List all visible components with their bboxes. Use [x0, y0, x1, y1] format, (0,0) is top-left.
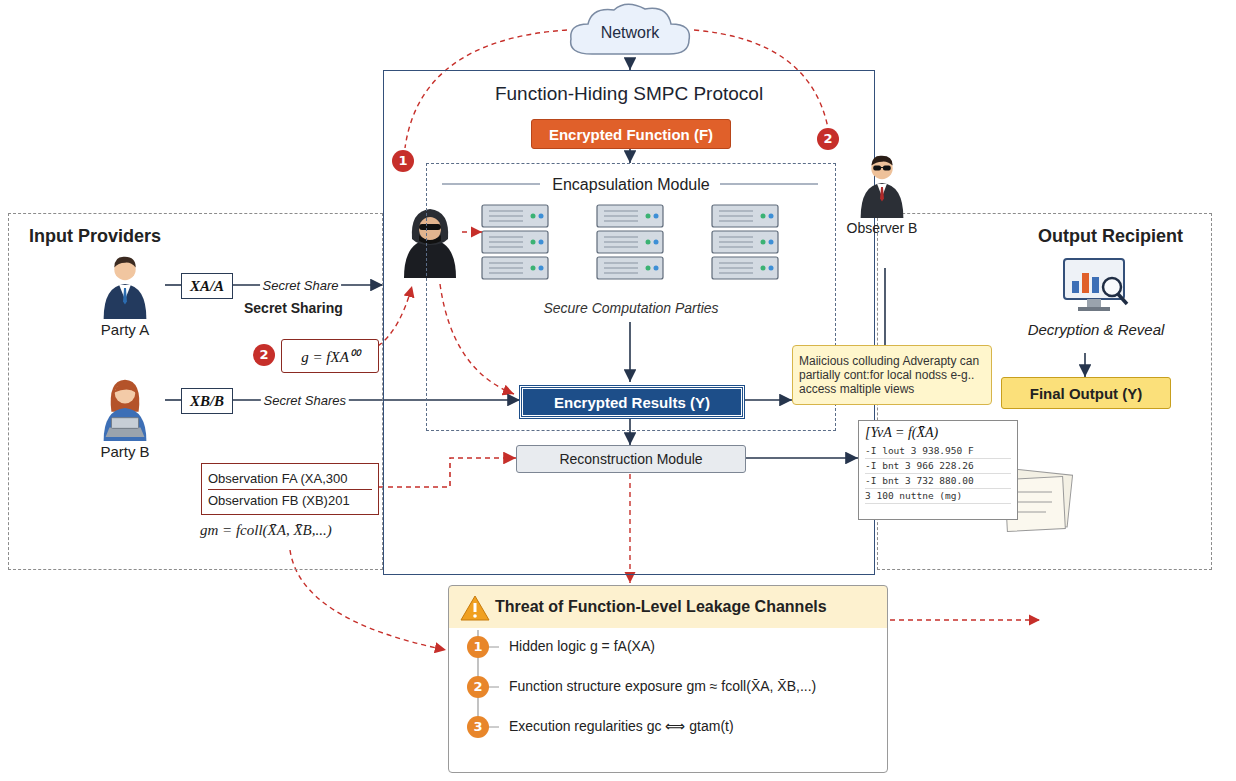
node-text: -I lout 3 938.950 F	[865, 444, 1011, 459]
node-text: -I bnt 3 966 228.26	[865, 459, 1011, 474]
leakage-paths	[290, 30, 1040, 650]
node-text: Hidden logic g = fA(XA)	[509, 638, 879, 654]
person-icon	[852, 150, 912, 218]
callout-number: 2	[817, 128, 839, 150]
node-text: Observation FB (XB)201	[208, 489, 372, 511]
node-text: Encrypted Function (F)	[549, 126, 713, 143]
node-text: Decryption & Reveal	[1028, 321, 1165, 338]
node-text: Maiicious colluding Adverapty can partia…	[799, 354, 985, 396]
monitor-icon	[1060, 257, 1132, 317]
node-text: Party B	[100, 443, 149, 460]
callout-number: 1	[392, 150, 414, 172]
node-text: Function structure exposure gm ≈ fcoll(X…	[509, 678, 879, 694]
node-text: Party A	[101, 321, 149, 338]
connector-arrow	[744, 399, 792, 401]
threat-box: Threat of Function-Level Leakage Channel…	[448, 585, 888, 773]
node-text: XB/B	[190, 393, 224, 410]
node-text: Observation FA (XA,300	[208, 468, 372, 489]
region-panel: Input ProvidersParty A XA/A g = fXA⁰⁰ Party…	[8, 213, 383, 570]
module-box: Encapsulation ModuleSecure Computation P…	[426, 163, 836, 431]
process-box: Encrypted Function (F)	[531, 119, 731, 149]
node-text: 3 100 nuttne (mg)	[865, 489, 1011, 504]
node-text: Output Recipient	[1038, 226, 1183, 247]
observation-box: Observation FA (XA,300Observation FB (XB…	[201, 463, 379, 515]
connector-arrow	[165, 284, 181, 286]
node-text: Final Output (Y)	[1030, 385, 1142, 402]
node-text: Observer B	[847, 220, 918, 236]
connector-arrow	[379, 458, 516, 487]
share-box: XA/A	[181, 273, 233, 299]
person-node: Party B	[85, 373, 165, 471]
connector-arrow	[746, 457, 858, 459]
person-icon	[95, 251, 155, 319]
person-icon	[95, 373, 155, 441]
node-text: -I bnt 3 732 880.00	[865, 474, 1011, 489]
flow-arrow	[629, 322, 631, 382]
connector-arrow	[629, 58, 631, 70]
connector-arrow	[629, 149, 631, 163]
protocol-box: Function-Hiding SMPC ProtocolEncrypted F…	[383, 70, 875, 575]
node-text: Encrypted Results (Y)	[554, 394, 710, 411]
hacker-figure	[404, 209, 456, 278]
table-box: [YvA = f(X̄A)-I lout 3 938.950 F-I bnt 3…	[858, 420, 1018, 520]
leak-box: g = fXA⁰⁰	[281, 339, 379, 373]
person-node: Observer B	[842, 150, 922, 268]
server-racks	[482, 205, 778, 279]
node-text: Threat of Function-Level Leakage Channel…	[495, 598, 827, 616]
callout-number: 1	[467, 636, 489, 658]
callout-number: 2	[253, 344, 275, 366]
cloud-node: Network	[562, 2, 698, 58]
node-text: Input Providers	[29, 226, 161, 247]
node-text: Execution regularities gc ⟺ gtam(t)	[509, 718, 879, 734]
node-text: Reconstruction Module	[559, 451, 702, 467]
connector-arrow	[884, 268, 886, 345]
monitor-node: Decryption & Reveal	[1021, 257, 1171, 353]
callout-number: 2	[467, 676, 489, 698]
person-node: Party A	[85, 251, 165, 349]
formula-text: gm = fcoll(X̄A, X̄B,...)	[200, 522, 332, 539]
node-text: Function-Hiding SMPC Protocol	[384, 83, 874, 105]
connector-arrow	[629, 418, 631, 445]
note-text: Secret Sharing	[244, 300, 343, 316]
edge-label: Secret Share	[260, 278, 342, 293]
node-text: Secure Computation Parties	[427, 300, 835, 316]
connector-arrow	[1084, 353, 1086, 377]
node-text: Network	[601, 24, 660, 42]
module-box: Reconstruction Module	[516, 445, 746, 473]
node-text: g = fXA⁰⁰	[301, 346, 359, 366]
node-text: [YvA = f(X̄A)	[865, 425, 938, 441]
edge-label: Secret Shares	[261, 393, 349, 408]
connector-arrow	[165, 399, 181, 401]
result-box: Encrypted Results (Y)	[520, 386, 744, 418]
node-text: XA/A	[190, 278, 224, 295]
callout-number: 3	[467, 716, 489, 738]
note-box: Maiicious colluding Adverapty can partia…	[792, 345, 992, 405]
share-box: XB/B	[181, 388, 233, 414]
output-box: Final Output (Y)	[1001, 377, 1171, 409]
node-text: Encapsulation Module	[427, 176, 835, 194]
